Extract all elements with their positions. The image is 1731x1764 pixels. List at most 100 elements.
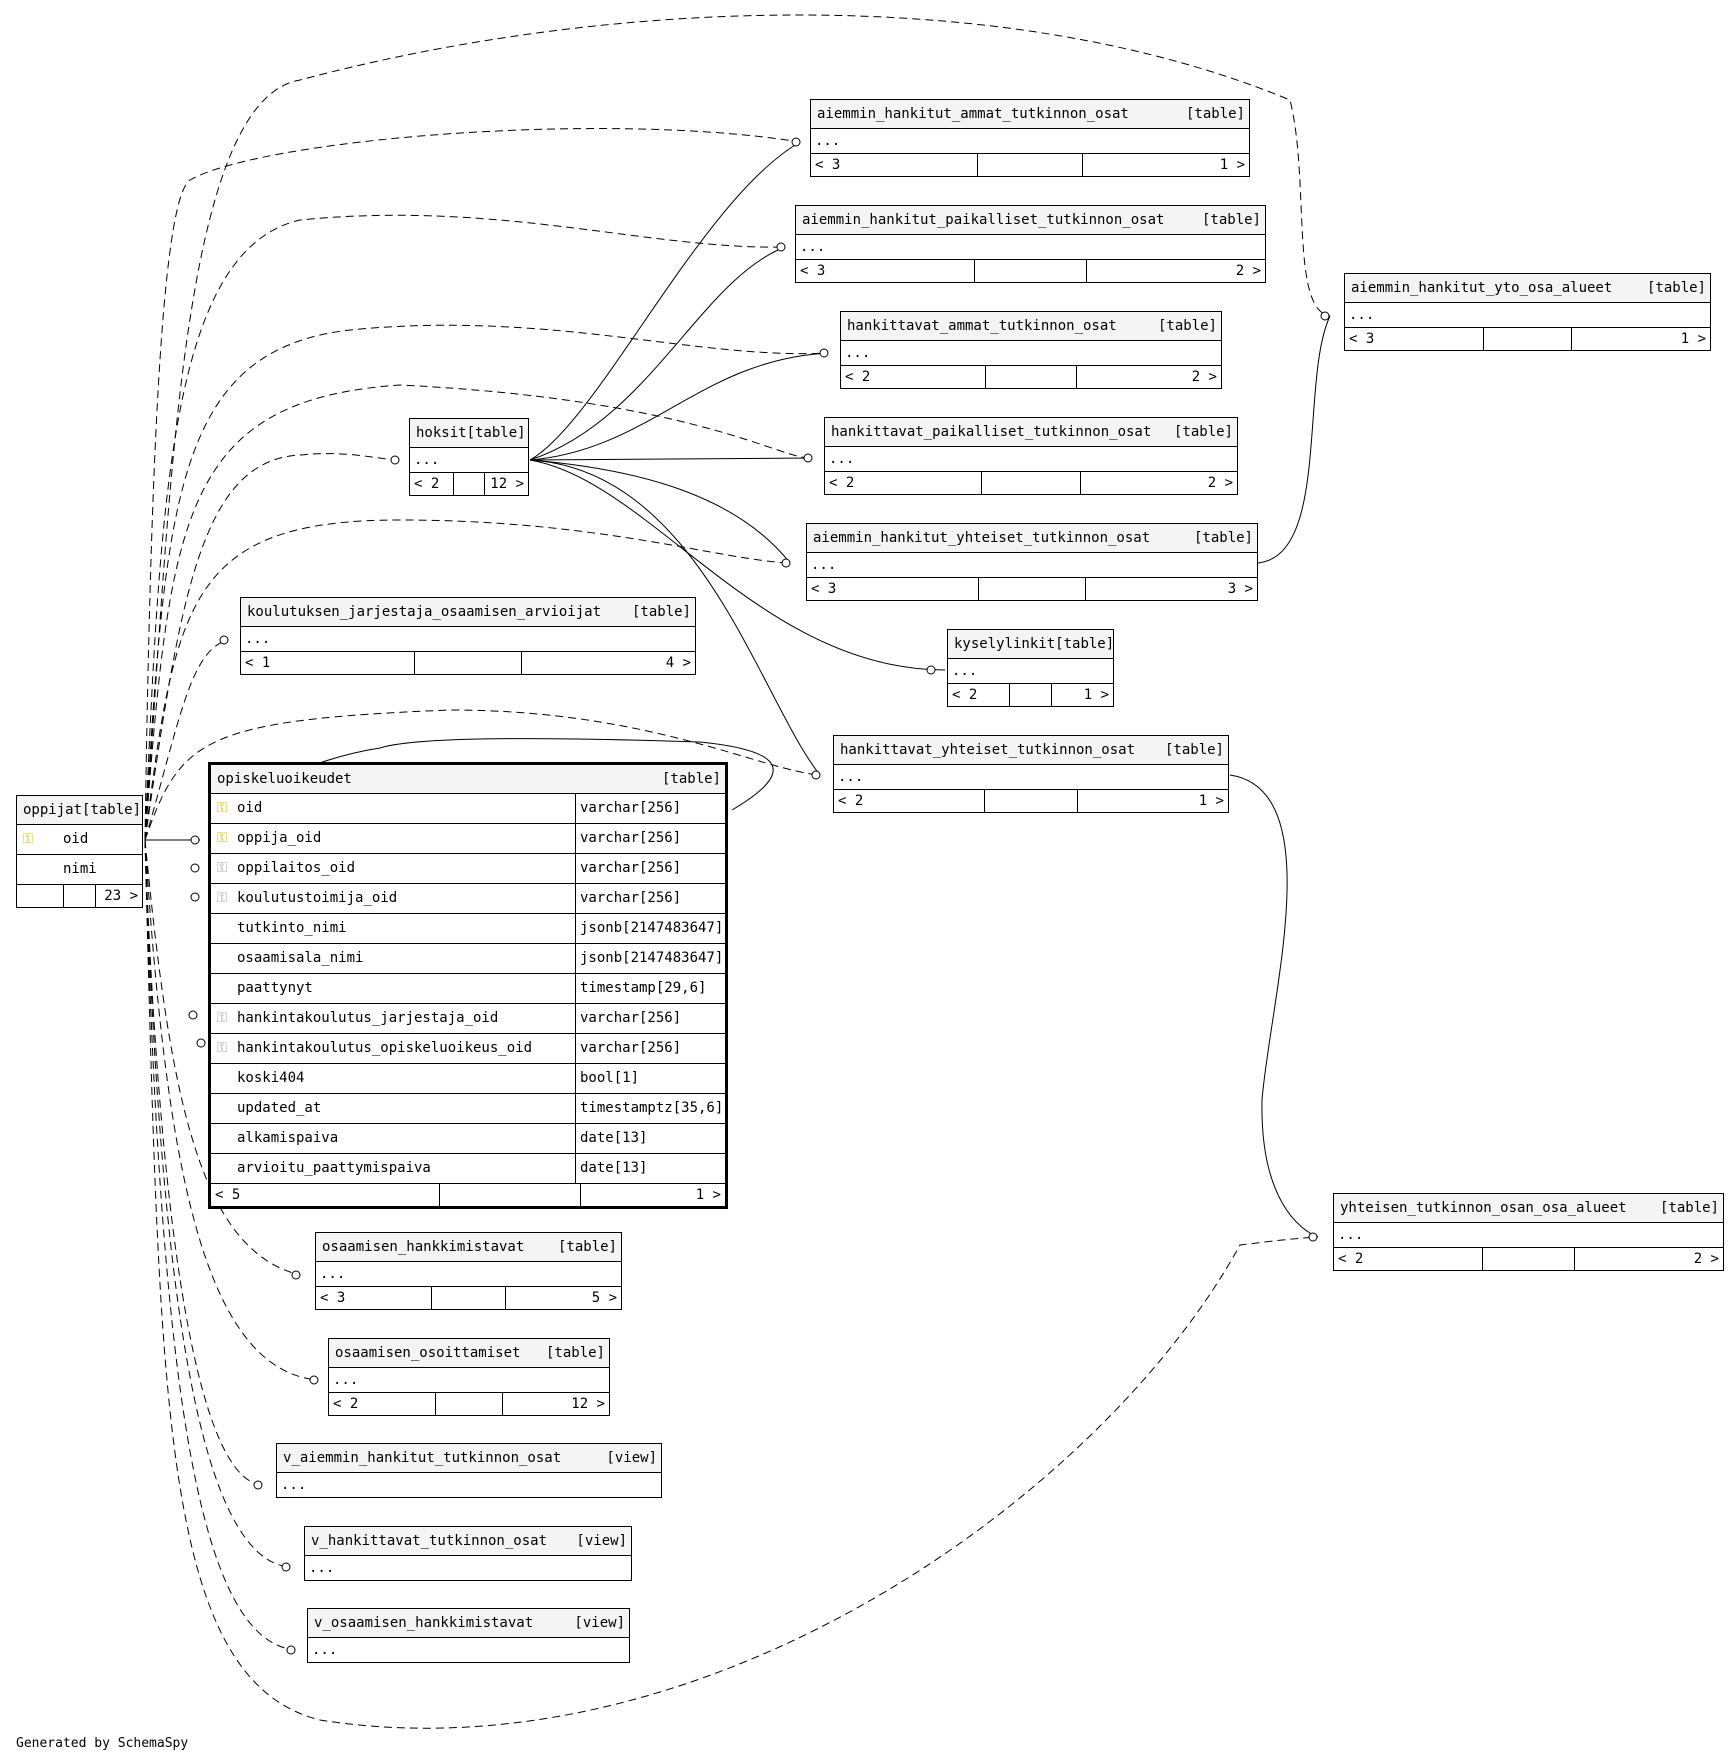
column-row[interactable]: ⚿oid [17, 825, 142, 855]
edge-oppijat-v3 [144, 839, 296, 1651]
columns-ellipsis[interactable]: ... [241, 627, 695, 652]
columns-ellipsis[interactable]: ... [316, 1262, 621, 1287]
table-aiemmin-hankitut-yhteiset-tutkinnon-osat[interactable]: aiemmin_hankitut_yhteiset_tutkinnon_osat… [806, 523, 1258, 601]
footer-blank [985, 790, 1079, 812]
table-hankittavat-yhteiset-tutkinnon-osat[interactable]: hankittavat_yhteiset_tutkinnon_osat[tabl… [833, 735, 1229, 813]
children-count[interactable]: 1 > [1198, 793, 1224, 809]
table-type: [view] [606, 1450, 657, 1466]
parents-count[interactable]: < 3 [811, 154, 979, 176]
columns-ellipsis[interactable]: ... [948, 659, 1113, 684]
children-count[interactable]: 1 > [1219, 157, 1246, 173]
table-hankittavat-ammat-tutkinnon-osat[interactable]: hankittavat_ammat_tutkinnon_osat[table] … [840, 311, 1222, 389]
column-row[interactable]: ⚿nimi [17, 855, 142, 885]
columns-ellipsis[interactable]: ... [281, 1477, 307, 1493]
children-count[interactable]: 2 > [1235, 263, 1262, 279]
parents-count[interactable]: < 2 [948, 684, 1011, 706]
children-count[interactable]: 2 > [1693, 1251, 1719, 1267]
children-count[interactable]: 1 > [695, 1187, 721, 1203]
parents-count[interactable]: < 2 [410, 473, 455, 495]
edge-oppijat-hoksit [144, 453, 401, 841]
parents-count[interactable]: < 2 [834, 790, 985, 812]
children-count[interactable]: 23 > [104, 888, 138, 904]
parents-count[interactable]: < 2 [329, 1393, 436, 1415]
columns-ellipsis[interactable]: ... [1345, 303, 1710, 328]
columns-ellipsis[interactable]: ... [811, 129, 1249, 154]
columns-ellipsis[interactable]: ... [796, 235, 1265, 260]
columns-ellipsis[interactable]: ... [329, 1368, 609, 1393]
view-v-aiemmin-hankitut-tutkinnon-osat[interactable]: v_aiemmin_hankitut_tutkinnon_osat[view] … [276, 1443, 662, 1498]
parents-count[interactable]: < 3 [1345, 328, 1485, 350]
table-aiemmin-hankitut-paikalliset-tutkinnon-osat[interactable]: aiemmin_hankitut_paikalliset_tutkinnon_o… [795, 205, 1266, 283]
table-yhteisen-tutkinnon-osan-osa-alueet[interactable]: yhteisen_tutkinnon_osan_osa_alueet[table… [1333, 1193, 1724, 1271]
parents-count[interactable] [17, 885, 65, 907]
parents-count[interactable]: < 2 [1334, 1248, 1483, 1270]
footer-blank [982, 472, 1081, 494]
columns-ellipsis[interactable]: ... [410, 448, 528, 473]
table-oppijat[interactable]: oppijat[table] ⚿oid ⚿nimi 23 > [16, 795, 143, 908]
parents-count[interactable]: < 3 [807, 578, 980, 600]
children-count[interactable]: 12 > [490, 476, 525, 492]
footer-blank [979, 578, 1086, 600]
children-count[interactable]: 3 > [1227, 581, 1253, 597]
columns-ellipsis[interactable]: ... [825, 447, 1237, 472]
children-count[interactable]: 12 > [571, 1396, 605, 1412]
columns-ellipsis[interactable]: ... [309, 1560, 335, 1576]
children-count[interactable]: 5 > [591, 1290, 618, 1306]
columns-ellipsis[interactable]: ... [807, 553, 1257, 578]
table-type: [table] [1164, 742, 1224, 758]
table-type: [view] [574, 1615, 625, 1631]
view-v-hankittavat-tutkinnon-osat[interactable]: v_hankittavat_tutkinnon_osat[view] ... [304, 1526, 632, 1581]
columns-ellipsis[interactable]: ... [1334, 1223, 1723, 1248]
columns-ellipsis[interactable]: ... [841, 341, 1221, 366]
column-type: jsonb[2147483647] [580, 920, 724, 936]
table-aiemmin-hankitut-ammat-tutkinnon-osat[interactable]: aiemmin_hankitut_ammat_tutkinnon_osat[ta… [810, 99, 1250, 177]
generated-by-label: Generated by SchemaSpy [16, 1736, 189, 1751]
view-v-osaamisen-hankkimistavat[interactable]: v_osaamisen_hankkimistavat[view] ... [307, 1608, 630, 1663]
table-name: hankittavat_ammat_tutkinnon_osat [847, 318, 1117, 334]
table-name: osaamisen_osoittamiset [335, 1345, 521, 1361]
edge-hoksit-t7 [529, 459, 821, 776]
parents-count[interactable]: < 2 [841, 366, 987, 388]
edge-oppijat-t2 [144, 214, 786, 841]
table-aiemmin-hankitut-yto-osa-alueet[interactable]: aiemmin_hankitut_yto_osa_alueet [table] .… [1344, 273, 1711, 351]
children-count[interactable]: 4 > [665, 655, 691, 671]
parents-count[interactable]: < 5 [211, 1184, 440, 1206]
table-name: oppijat [23, 802, 83, 818]
parents-count[interactable]: < 3 [316, 1287, 433, 1309]
children-count[interactable]: 1 > [1680, 331, 1707, 347]
table-hankittavat-paikalliset-tutkinnon-osat[interactable]: hankittavat_paikalliset_tutkinnon_osat[t… [824, 417, 1238, 495]
column-name: oppija_oid [237, 830, 322, 846]
parents-count[interactable]: < 3 [796, 260, 976, 282]
children-count[interactable]: 2 > [1207, 475, 1234, 491]
table-type: [table] [1646, 280, 1706, 296]
table-name: aiemmin_hankitut_yto_osa_alueet [1351, 280, 1613, 296]
parents-count[interactable]: < 1 [241, 652, 415, 674]
parents-count[interactable]: < 2 [825, 472, 983, 494]
columns-ellipsis[interactable]: ... [834, 765, 1228, 790]
children-count[interactable]: 2 > [1191, 369, 1217, 385]
columns-ellipsis[interactable]: ... [312, 1642, 338, 1658]
children-count[interactable]: 1 > [1083, 687, 1110, 703]
column-type: bool[1] [580, 1070, 640, 1086]
edge-t7-t9 [1229, 774, 1319, 1238]
table-koulutuksen-jarjestaja-osaamisen-arvioijat[interactable]: koulutuksen_jarjestaja_osaamisen_arvioij… [240, 597, 696, 675]
edge-oppijat-t1 [144, 128, 801, 841]
